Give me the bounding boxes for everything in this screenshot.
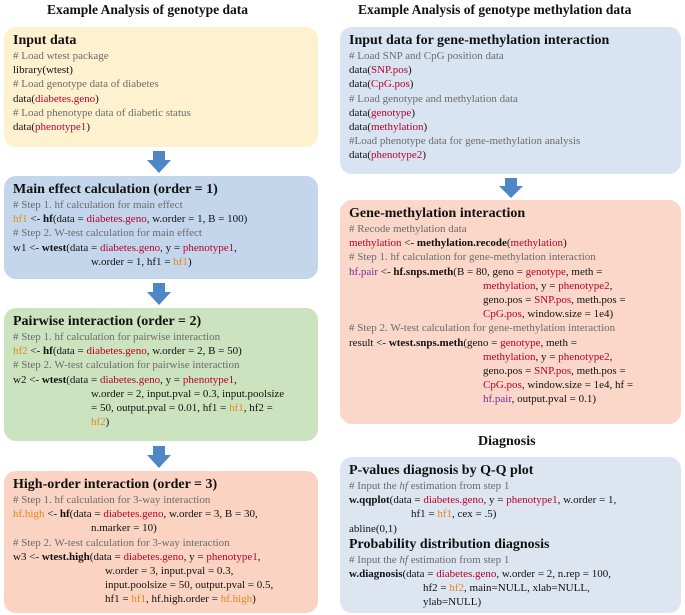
code-line: hf2)	[91, 416, 110, 429]
gene-methylation-title: Gene-methylation interaction	[349, 206, 526, 221]
right-header: Example Analysis of genotype methylation…	[358, 2, 632, 17]
down-arrow-icon	[147, 446, 171, 468]
code-comment: #Load phenotype data for gene-methylatio…	[349, 135, 581, 148]
down-arrow-icon	[499, 178, 523, 198]
code-line: methylation <- methylation.recode(methyl…	[349, 237, 567, 250]
probability-diagnosis-title: Probability distribution diagnosis	[349, 536, 550, 552]
code-line: input.poolsize = 50, output.pval = 0.5,	[105, 579, 274, 592]
code-comment: # Step 2. W-test calculation for 3-way i…	[13, 536, 230, 549]
down-arrow-icon	[147, 283, 171, 305]
code-comment: # Load SNP and CpG position data	[349, 50, 504, 62]
code-line: library(wtest)	[13, 64, 73, 77]
code-line: geno.pos = SNP.pos, meth.pos =	[483, 294, 626, 307]
code-line: CpG.pos, window.size = 1e4, hf =	[483, 379, 634, 392]
code-comment: # Load genotype data of diabetes	[13, 78, 159, 91]
pairwise-title: Pairwise interaction (order = 2)	[13, 314, 202, 329]
code-line: w2 <- wtest(data = diabetes.geno, y = ph…	[13, 373, 237, 386]
code-line: geno.pos = SNP.pos, meth.pos =	[483, 365, 626, 378]
code-line: hf1 = hf1, cex = .5)	[411, 508, 497, 521]
code-line: data(SNP.pos)	[349, 64, 412, 77]
code-line: w.order = 2, input.pval = 0.3, input.poo…	[91, 387, 285, 400]
code-line: hf2 <- hf(data = diabetes.geno, w.order …	[13, 345, 242, 358]
code-comment: # Step 1. hf calculation for gene-methyl…	[349, 251, 596, 264]
code-line: result <- wtest.snps.meth(geno = genotyp…	[349, 336, 577, 349]
code-line: data(phenotype1)	[13, 121, 90, 134]
code-comment: # Recode methylation data	[349, 223, 467, 235]
code-line: data(diabetes.geno)	[13, 92, 99, 105]
code-line: w.order = 3, input.pval = 0.3,	[105, 565, 234, 578]
code-comment: # Step 2. W-test calculation for main ef…	[13, 227, 202, 240]
code-line: w.qqplot(data = diabetes.geno, y = pheno…	[349, 494, 617, 507]
code-line: hf2 = hf2, main=NULL, xlab=NULL,	[423, 582, 590, 595]
diagnosis-header: Diagnosis	[478, 434, 536, 449]
down-arrow-icon	[147, 151, 171, 173]
code-line: abline(0,1)	[349, 522, 397, 535]
methylation-input-title: Input data for gene-methylation interact…	[349, 33, 610, 48]
code-comment: # Step 1. hf calculation for pairwise in…	[13, 331, 221, 343]
code-comment: # Step 2. W-test calculation for pairwis…	[13, 359, 240, 372]
high-order-box: High-order interaction (order = 3) # Ste…	[4, 471, 318, 613]
code-line: hf1 = hf1, hf.high.order = hf.high)	[105, 593, 256, 606]
code-line: hf.high <- hf(data = diabetes.geno, w.or…	[13, 508, 258, 521]
code-line: w.diagnosis(data = diabetes.geno, w.orde…	[349, 568, 612, 581]
code-line: data(genotype)	[349, 106, 415, 119]
pairwise-box: Pairwise interaction (order = 2) # Step …	[4, 308, 318, 441]
gene-methylation-box: Gene-methylation interaction # Recode me…	[340, 200, 681, 424]
code-comment: # Load genotype and methylation data	[349, 92, 518, 105]
code-comment: # Load phenotype data of diabetic status	[13, 106, 191, 119]
code-comment: # Load wtest package	[13, 50, 109, 62]
code-comment: # Step 1. hf calculation for 3-way inter…	[13, 494, 211, 506]
methylation-input-box: Input data for gene-methylation interact…	[340, 27, 681, 174]
main-effect-box: Main effect calculation (order = 1) # St…	[4, 176, 318, 279]
input-data-title: Input data	[13, 33, 77, 48]
code-line: methylation, y = phenotype2,	[483, 350, 613, 363]
code-line: CpG.pos, window.size = 1e4)	[483, 308, 614, 321]
code-line: methylation, y = phenotype2,	[483, 279, 613, 292]
code-line: data(CpG.pos)	[349, 78, 414, 91]
code-line: hf.pair, output.pval = 0.1)	[483, 393, 596, 406]
code-line: ylab=NULL)	[423, 596, 482, 609]
code-line: n.marker = 10)	[91, 522, 157, 535]
code-line: w.order = 1, hf1 = hf1)	[91, 255, 192, 268]
main-effect-title: Main effect calculation (order = 1)	[13, 182, 218, 197]
code-line: = 50, output.pval = 0.01, hf1 = hf1, hf2…	[91, 402, 273, 415]
code-line: w3 <- wtest.high(data = diabetes.geno, y…	[13, 550, 261, 563]
code-line: data(phenotype2)	[349, 149, 426, 162]
input-data-box: Input data # Load wtest package library(…	[4, 27, 318, 147]
code-comment: # Step 2. W-test calculation for gene-me…	[349, 322, 616, 335]
qq-plot-title: P-values diagnosis by Q-Q plot	[349, 463, 534, 478]
code-comment: # Input the hf estimation from step 1	[349, 553, 510, 566]
code-line: hf.pair <- hf.snps.meth(B = 80, geno = g…	[349, 265, 603, 278]
diagnosis-box: P-values diagnosis by Q-Q plot # Input t…	[340, 457, 681, 613]
code-line: data(methylation)	[349, 121, 428, 134]
left-header: Example Analysis of genotype data	[47, 2, 249, 17]
code-line: w1 <- wtest(data = diabetes.geno, y = ph…	[13, 241, 237, 254]
high-order-title: High-order interaction (order = 3)	[13, 477, 218, 492]
code-line: hf1 <- hf(data = diabetes.geno, w.order …	[13, 213, 248, 226]
code-comment: # Step 1. hf calculation for main effect	[13, 199, 183, 211]
code-comment: # Input the hf estimation from step 1	[349, 480, 510, 492]
